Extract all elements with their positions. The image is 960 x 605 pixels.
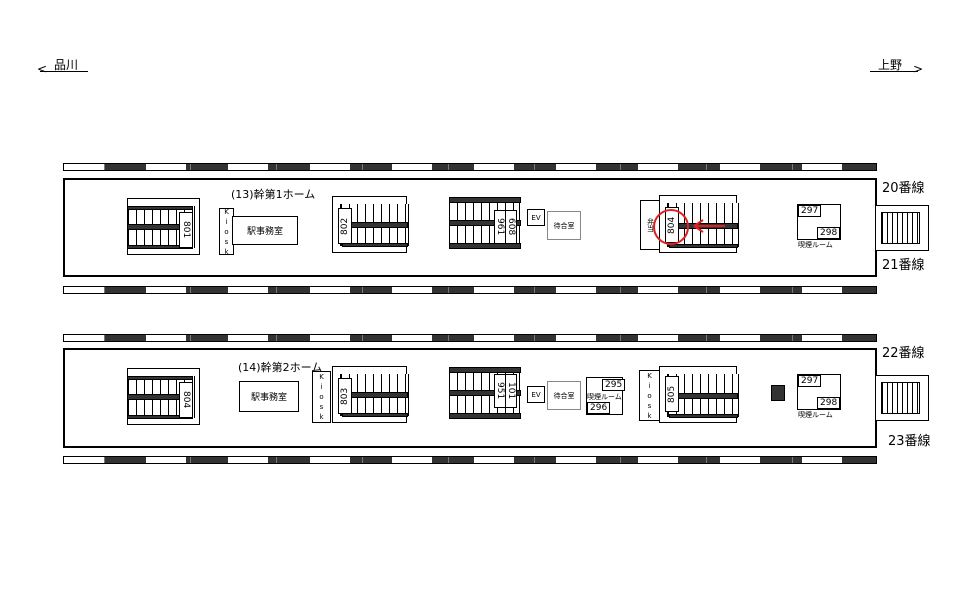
stair-801[interactable]: 801 xyxy=(127,198,200,255)
smoking-room-label: 喫煙ルーム xyxy=(587,393,622,401)
line-label-21: 21番線 xyxy=(882,258,925,273)
stair-802[interactable]: 802 xyxy=(332,196,409,253)
direction-label: 品川 xyxy=(54,58,79,72)
direction-ueno: 上野 > xyxy=(870,56,924,76)
track-20 xyxy=(63,163,877,171)
office-label: 駅事務室 xyxy=(246,227,283,237)
kiosk-letter: o xyxy=(319,393,324,401)
end-stair-1[interactable] xyxy=(875,205,929,251)
office-label: 駅事務室 xyxy=(250,393,287,403)
pillar-icon xyxy=(771,385,785,401)
waiting-label: 待合室 xyxy=(553,391,575,400)
kiosk-letter: o xyxy=(647,391,652,400)
stair-number: 805 xyxy=(665,376,679,412)
kiosk-letter: o xyxy=(224,227,229,236)
track-22 xyxy=(63,334,877,342)
highlight-circle xyxy=(653,209,689,245)
smoking-room-label: 喫煙ルーム xyxy=(798,241,833,249)
smoking-room-number: 296 xyxy=(587,402,611,414)
arrow-right-icon: > xyxy=(913,62,924,76)
elevator[interactable]: EV xyxy=(527,209,545,226)
stair-number: 802 xyxy=(338,208,352,244)
kiosk-letter: K xyxy=(224,207,229,216)
kiosk-letter: k xyxy=(319,413,324,421)
elevator[interactable]: EV xyxy=(527,386,545,403)
smoking-room-number: 295 xyxy=(602,379,626,391)
stair-number: 804 xyxy=(179,382,193,418)
waiting-room[interactable]: 待合室 xyxy=(547,381,581,410)
platform-title: (14)幹第2ホーム xyxy=(238,361,323,374)
kiosk-letter: s xyxy=(647,401,652,410)
kiosk-letter: i xyxy=(225,217,228,226)
kiosk-letter: s xyxy=(319,403,324,411)
arrow-left-icon xyxy=(693,219,704,233)
track-21 xyxy=(63,286,877,294)
track-23 xyxy=(63,456,877,464)
smoking-room-number: 298 xyxy=(817,227,841,239)
kiosk-letter: i xyxy=(648,381,651,390)
line-label-20: 20番線 xyxy=(882,181,925,196)
kiosk-letter: K xyxy=(319,373,324,381)
stair-number: 608 xyxy=(505,210,517,244)
smoking-room-number: 297 xyxy=(798,205,822,217)
kiosk-letter: i xyxy=(320,383,323,391)
kiosk-letter: s xyxy=(224,237,229,246)
highlight-marker xyxy=(653,209,725,245)
stair-number: 801 xyxy=(179,212,193,248)
stair-center-1[interactable]: 961 608 xyxy=(449,197,522,250)
bento-label: 弁当 xyxy=(646,218,655,232)
kiosk-letter: k xyxy=(224,247,229,256)
end-stair-2[interactable] xyxy=(875,375,929,421)
arrow-left-icon: < xyxy=(37,62,48,76)
stair-805[interactable]: 805 xyxy=(659,366,739,423)
stair-804[interactable]: 804 xyxy=(127,368,200,425)
stair-number: 803 xyxy=(338,378,352,414)
smoking-room-number: 297 xyxy=(798,375,822,387)
ev-label: EV xyxy=(531,390,541,399)
platform-title: (13)幹第1ホーム xyxy=(231,188,316,201)
line-label-23: 23番線 xyxy=(888,434,931,449)
stair-center-2[interactable]: 951 101 xyxy=(449,367,522,420)
smoking-room-label: 喫煙ルーム xyxy=(798,411,833,419)
waiting-room[interactable]: 待合室 xyxy=(547,211,581,240)
stair-803[interactable]: 803 xyxy=(332,366,409,423)
direction-shinagawa: 品川 < xyxy=(37,56,90,76)
station-office[interactable]: 駅事務室 xyxy=(239,381,299,412)
stair-number: 101 xyxy=(505,374,517,408)
station-office[interactable]: 駅事務室 xyxy=(232,216,298,245)
smoking-room-number: 298 xyxy=(817,397,841,409)
line-label-22: 22番線 xyxy=(882,346,925,361)
stair-number: 951 xyxy=(494,374,506,408)
direction-label: 上野 xyxy=(878,58,903,72)
waiting-label: 待合室 xyxy=(553,221,575,230)
kiosk-letter: K xyxy=(647,371,652,380)
kiosk-letter: k xyxy=(647,411,652,420)
ev-label: EV xyxy=(531,213,541,222)
